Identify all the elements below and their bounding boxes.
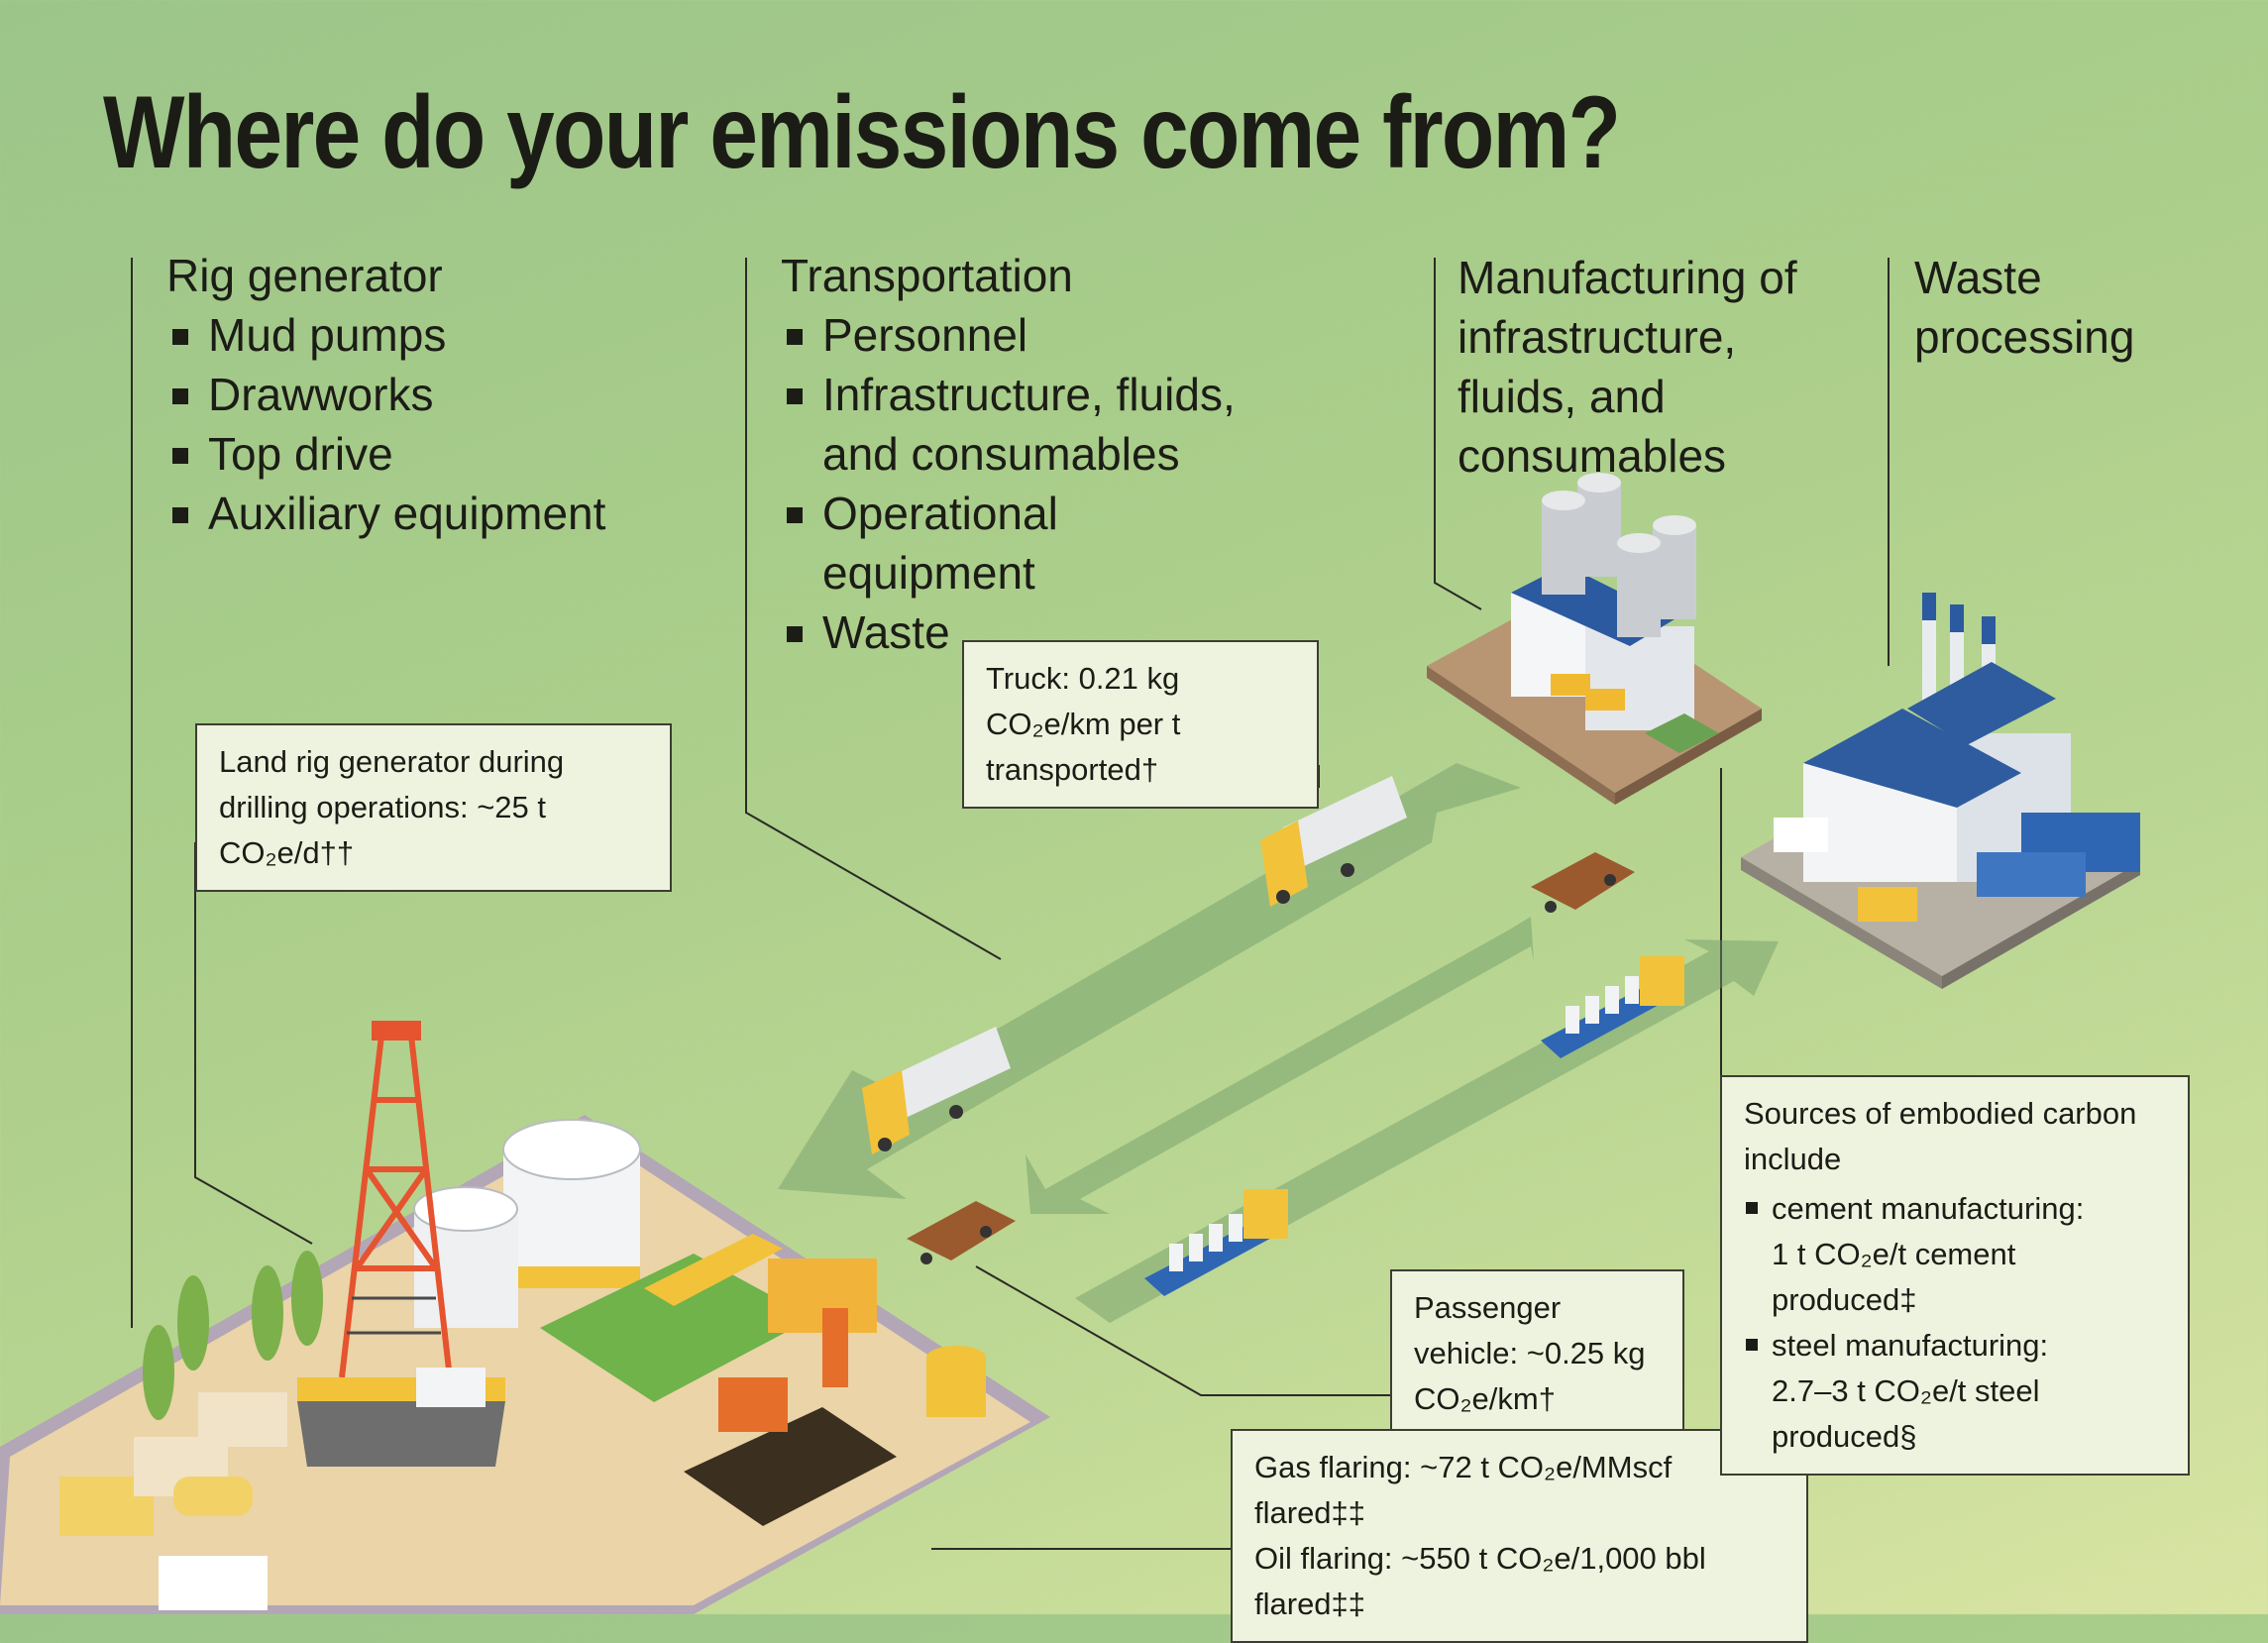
embodied-carbon-callout: Sources of embodied carbon include cemen… — [1720, 1075, 2190, 1476]
list-item: Infrastructure, fluids, and consumables — [781, 365, 1276, 484]
waste-processing-section: Waste processing — [1914, 248, 2152, 367]
list-item: Operational equipment — [781, 484, 1276, 602]
page-title: Where do your emissions come from? — [103, 75, 1621, 190]
truck-top — [1260, 776, 1407, 907]
transportation-section: Transportation Personnel Infrastructure,… — [781, 246, 1276, 662]
truck-callout: Truck: 0.21 kg CO₂e/km per t transported… — [962, 640, 1319, 809]
passenger-vehicle-callout: Passenger vehicle: ~0.25 kg CO₂e/km† — [1390, 1269, 1684, 1438]
steel-value: 2.7–3 t CO₂e/t steel produced§ — [1772, 1373, 2040, 1454]
list-item: Personnel — [781, 305, 1276, 365]
list-item: Waste — [781, 602, 1276, 662]
land-rig-callout: Land rig generator during drilling opera… — [195, 723, 672, 892]
manufacturing-section: Manufacturing of infrastructure, fluids,… — [1458, 248, 1859, 486]
gas-flaring-text: Gas flaring: ~72 t CO₂e/MMscf flared‡‡ — [1254, 1450, 1673, 1530]
list-item: steel manufacturing: 2.7–3 t CO₂e/t stee… — [1744, 1323, 2166, 1460]
flatbed-left — [1144, 1189, 1288, 1296]
leader-lines — [131, 258, 1890, 1550]
waste-processing-heading: Waste processing — [1914, 252, 2135, 363]
flatbed-right — [1541, 956, 1684, 1058]
manufacturing-heading: Manufacturing of infrastructure, fluids,… — [1458, 252, 1797, 482]
cement-value: 1 t CO₂e/t cement produced‡ — [1772, 1237, 2016, 1317]
waste-processing-plant-illustration — [1741, 593, 2140, 989]
land-rig-text: Land rig generator during drilling opera… — [219, 744, 565, 870]
list-item: Top drive — [166, 424, 605, 484]
list-item: Drawworks — [166, 365, 605, 424]
embodied-carbon-intro: Sources of embodied carbon include — [1744, 1096, 2137, 1176]
rig-generator-section: Rig generator Mud pumps Drawworks Top dr… — [166, 246, 605, 543]
drilling-site-illustration — [0, 1021, 1050, 1614]
transportation-heading: Transportation — [781, 250, 1073, 301]
vehicles-illustration — [862, 776, 1684, 1296]
steel-label: steel manufacturing: — [1772, 1328, 2049, 1363]
list-item: cement manufacturing: 1 t CO₂e/t cement … — [1744, 1186, 2166, 1323]
passenger-vehicle-text: Passenger vehicle: ~0.25 kg CO₂e/km† — [1414, 1290, 1646, 1416]
pickup-top — [1531, 852, 1635, 913]
truck-text: Truck: 0.21 kg CO₂e/km per t transported… — [986, 661, 1181, 787]
oil-flaring-text: Oil flaring: ~550 t CO₂e/1,000 bbl flare… — [1254, 1541, 1706, 1621]
list-item: Mud pumps — [166, 305, 605, 365]
list-item: Auxiliary equipment — [166, 484, 605, 543]
manufacturing-plant-illustration — [1427, 473, 1762, 805]
rig-generator-heading: Rig generator — [166, 250, 443, 301]
truck-left — [862, 1027, 1011, 1154]
cement-label: cement manufacturing: — [1772, 1191, 2085, 1226]
pickup-bottom — [907, 1201, 1016, 1264]
